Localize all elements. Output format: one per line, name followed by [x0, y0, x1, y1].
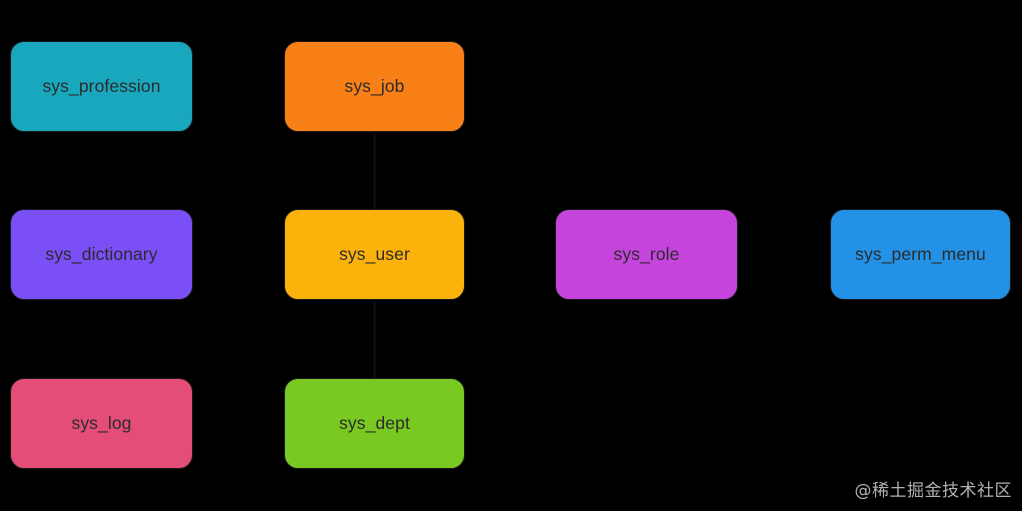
node-label-sys_job: sys_job	[344, 75, 405, 96]
node-label-sys_user: sys_user	[339, 243, 410, 264]
node-sys_dictionary[interactable]: sys_dictionary	[10, 209, 193, 300]
node-sys_job[interactable]: sys_job	[284, 41, 465, 132]
node-sys_dept[interactable]: sys_dept	[284, 378, 465, 469]
node-label-sys_profession: sys_profession	[42, 75, 161, 96]
node-label-sys_role: sys_role	[613, 243, 680, 264]
node-sys_role[interactable]: sys_role	[555, 209, 738, 300]
node-sys_profession[interactable]: sys_profession	[10, 41, 193, 132]
watermark-label: @稀土掘金技术社区	[854, 481, 1012, 501]
node-label-sys_dictionary: sys_dictionary	[45, 243, 158, 264]
node-sys_perm_menu[interactable]: sys_perm_menu	[830, 209, 1011, 300]
node-sys_user[interactable]: sys_user	[284, 209, 465, 300]
node-label-sys_perm_menu: sys_perm_menu	[855, 243, 986, 264]
node-sys_log[interactable]: sys_log	[10, 378, 193, 469]
node-label-sys_log: sys_log	[71, 412, 132, 433]
node-label-sys_dept: sys_dept	[339, 412, 410, 433]
